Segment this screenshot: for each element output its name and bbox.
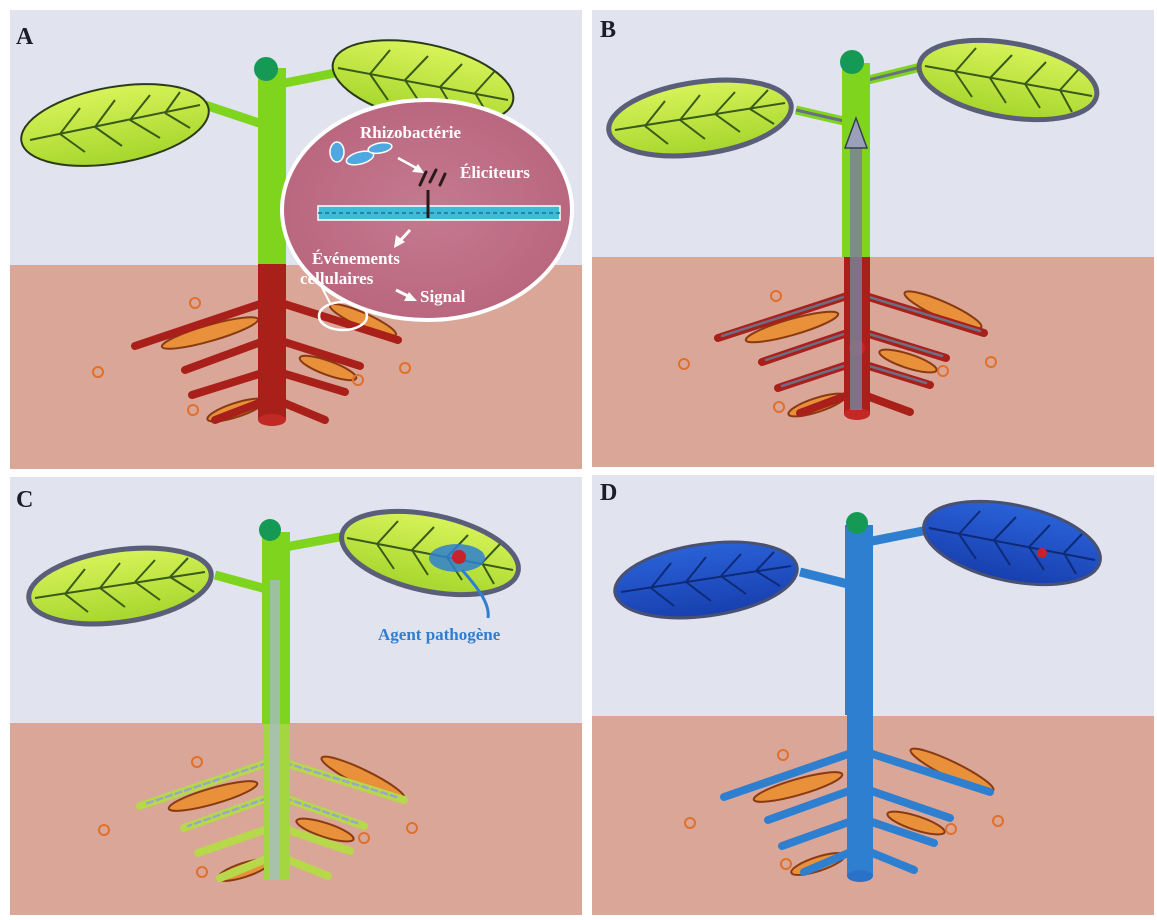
label-pathogen: Agent pathogène xyxy=(378,625,501,644)
panel-label-a: A xyxy=(16,24,34,50)
panel-a: A xyxy=(10,10,582,472)
soil-area xyxy=(10,723,582,915)
panel-label-d: D xyxy=(600,480,617,506)
stem-apex xyxy=(840,50,864,74)
main-root xyxy=(847,712,873,876)
stem xyxy=(845,525,873,715)
main-root xyxy=(258,262,286,420)
cellular-signaling-callout: Rhizobactérie Éliciteurs Événements cell… xyxy=(282,100,572,320)
pathogen-spot xyxy=(1037,548,1047,558)
label-signal: Signal xyxy=(420,287,466,306)
stem-apex xyxy=(846,512,868,534)
panel-b: B xyxy=(592,10,1154,467)
label-cellular-events-line2: cellulaires xyxy=(300,269,374,288)
label-cellular-events-line1: Événements xyxy=(312,249,400,268)
stem xyxy=(258,68,286,264)
label-elicitors: Éliciteurs xyxy=(460,163,530,182)
panel-label-b: B xyxy=(600,17,616,43)
panel-label-c: C xyxy=(16,487,33,513)
soil-area xyxy=(592,257,1154,467)
stem-apex xyxy=(259,519,281,541)
label-rhizobacterium: Rhizobactérie xyxy=(360,123,461,142)
panel-c: C xyxy=(10,477,582,915)
stem-apex xyxy=(254,57,278,81)
panel-d: D xyxy=(592,470,1154,915)
